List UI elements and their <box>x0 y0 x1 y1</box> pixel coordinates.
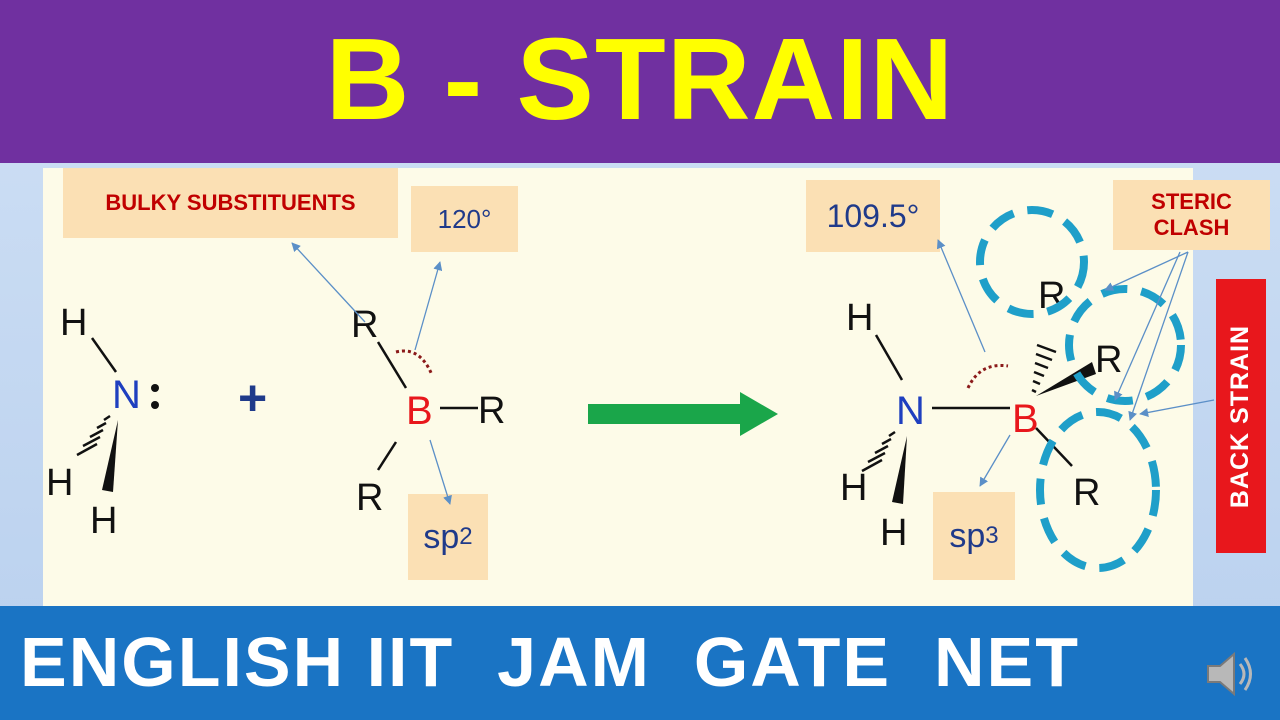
adduct-b: B <box>1012 397 1039 441</box>
angle-arc-reactant <box>395 349 434 376</box>
ammonia-h-top: H <box>60 302 87 344</box>
borane-r-top: R <box>351 304 378 346</box>
ammonia-h-left: H <box>46 462 73 504</box>
pointer-steric-1 <box>1104 251 1189 291</box>
ammonia-h-bottom: H <box>90 500 117 542</box>
borane-r-bottom: R <box>356 477 383 519</box>
footer-text: ENGLISH IIT JAM GATE NET <box>20 623 1080 701</box>
angle-109-5-label: 109.5° <box>806 180 940 252</box>
sp3-superscript: 3 <box>985 522 999 549</box>
angle-120-label: 120° <box>411 186 518 252</box>
adduct-h-bottom: H <box>880 512 907 554</box>
nh-wedge-bond <box>102 420 118 492</box>
sp3-base: sp <box>949 516 986 555</box>
pointer-bulky <box>291 242 366 323</box>
borane-b: B <box>406 389 433 433</box>
pointer-steric-3 <box>1128 251 1189 421</box>
adduct-h-top: H <box>846 297 873 339</box>
back-strain-badge: BACK STRAIN <box>1216 279 1266 553</box>
br-hashed-bond <box>1031 343 1057 394</box>
pointer-sp3 <box>979 434 1011 487</box>
angle-arc-product <box>966 363 1009 389</box>
br-bond-bottom <box>376 441 398 471</box>
steric-clash-circles <box>976 206 1185 572</box>
steric-clash-label: STERIC CLASH <box>1113 180 1270 250</box>
page-title: B - STRAIN <box>325 14 955 144</box>
ammonia-n: N <box>112 373 141 417</box>
title-bar <box>0 0 1280 163</box>
lone-pair-dot <box>151 401 159 409</box>
nh-hashed-bond <box>76 414 111 457</box>
pointer-back-strain <box>1139 399 1215 417</box>
br-wedge-bond <box>1036 362 1096 396</box>
adduct-r-bottom: R <box>1073 472 1100 514</box>
adduct-n: N <box>896 389 925 433</box>
adduct-h-left: H <box>840 467 867 509</box>
pointer-120 <box>414 261 443 351</box>
adduct-nh-wedge-bond <box>892 436 907 504</box>
borane-r-right: R <box>478 390 505 432</box>
pointer-steric-2 <box>1114 251 1181 401</box>
sp2-superscript: 2 <box>459 523 473 550</box>
bulky-substituents-label: BULKY SUBSTITUENTS <box>63 168 398 238</box>
adduct-r-right: R <box>1095 339 1122 381</box>
pointer-109 <box>936 239 986 353</box>
plus-sign: + <box>238 370 267 426</box>
adduct-nh-hashed-bond <box>861 430 896 473</box>
pointer-sp2 <box>429 439 452 505</box>
borane-molecule: R B R R <box>351 304 505 519</box>
ammonia-molecule: H N H H <box>46 302 159 542</box>
lone-pair-dot <box>151 384 159 392</box>
nh-bond-top <box>90 337 118 373</box>
footer-bar <box>0 606 1280 720</box>
br-bond-top <box>376 341 408 389</box>
speaker-icon[interactable] <box>1200 644 1260 704</box>
sp2-base: sp <box>423 517 460 556</box>
adduct-nh-bond-top <box>874 334 904 381</box>
reaction-arrow <box>588 392 778 436</box>
